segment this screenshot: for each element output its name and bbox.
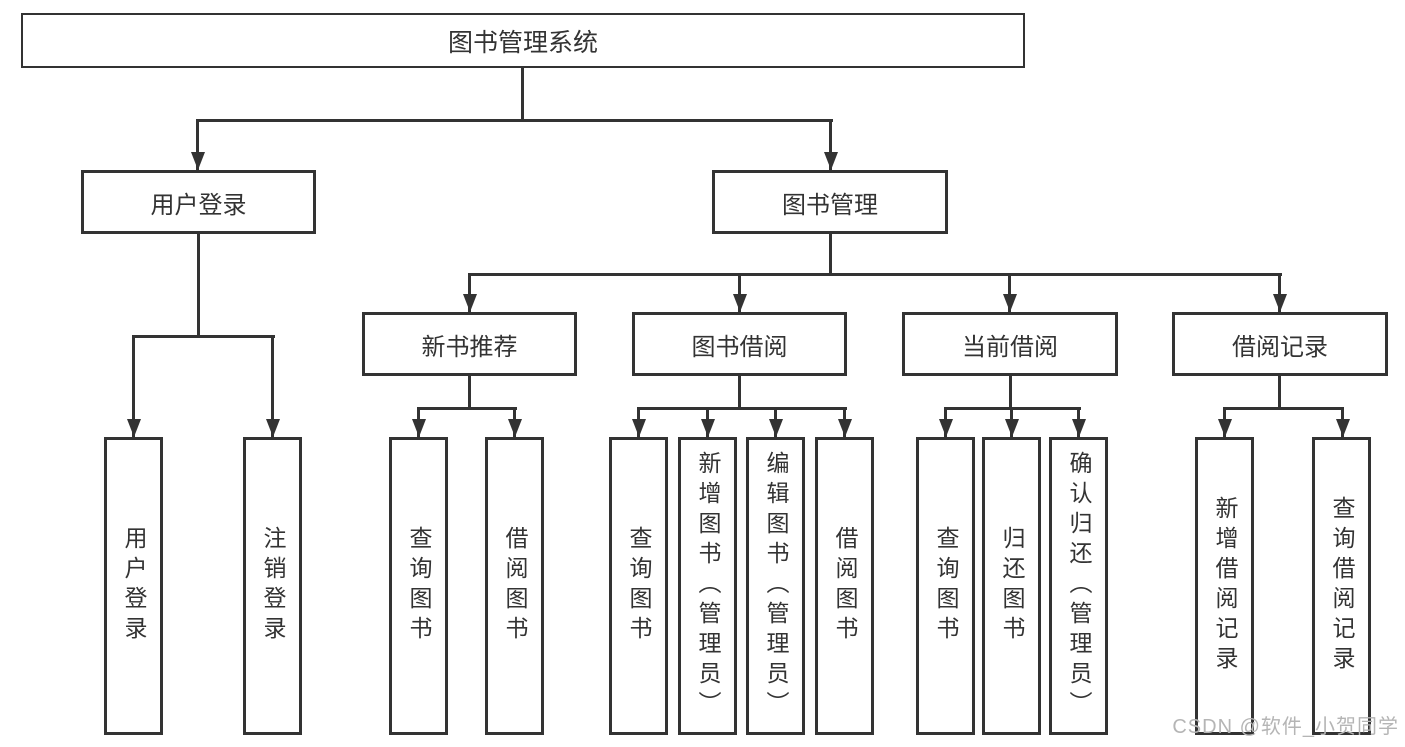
leaf-br-add-record: 新增借阅记录 [1195, 437, 1254, 735]
connector-arrow-to-new-book-rec [462, 273, 477, 312]
arrowhead-down-icon [732, 294, 747, 312]
arrowhead-down-icon [631, 419, 646, 437]
node-root: 图书管理系统 [21, 13, 1025, 68]
node-book-borrow-label: 图书借阅 [691, 333, 788, 361]
node-current-borrow-label: 当前借阅 [962, 333, 1058, 361]
connector-arrow-to-br-add [1217, 407, 1232, 437]
leaf-br-query-record-label: 查询借阅记录 [1329, 496, 1355, 676]
arrowhead-down-icon [823, 152, 838, 170]
connector-rec-stem [468, 376, 471, 407]
connector-arrow-to-rec-borrow [507, 407, 522, 437]
connector-arrow-to-rec-query [411, 407, 426, 437]
connector-arrow-to-bb-edit [768, 407, 783, 437]
arrowhead-down-icon [1335, 419, 1350, 437]
connector-rec-rail [417, 407, 517, 410]
arrowhead-down-icon [938, 419, 953, 437]
leaf-rec-query-books-label: 查询图书 [406, 526, 432, 646]
leaf-rec-query-books: 查询图书 [389, 437, 448, 735]
node-borrow-records-label: 借阅记录 [1232, 333, 1328, 361]
connector-br-stem [1278, 376, 1281, 407]
leaf-bb-borrow-books-label: 借阅图书 [832, 526, 858, 646]
leaf-cb-confirm-return-admin-label: 确认归还（管理员） [1066, 451, 1092, 721]
leaf-logout: 注销登录 [243, 437, 302, 735]
leaf-br-query-record: 查询借阅记录 [1312, 437, 1371, 735]
leaf-br-add-record-label: 新增借阅记录 [1212, 496, 1238, 676]
leaf-bb-query-books: 查询图书 [609, 437, 668, 735]
leaf-cb-query-books: 查询图书 [916, 437, 975, 735]
connector-mgmt-rail [468, 273, 1282, 276]
node-book-borrow: 图书借阅 [632, 312, 847, 376]
connector-mgmt-stem [829, 234, 832, 273]
connector-arrow-to-cb-return [1004, 407, 1019, 437]
arrowhead-down-icon [700, 419, 715, 437]
connector-arrow-to-user-login [190, 119, 205, 170]
leaf-bb-query-books-label: 查询图书 [626, 526, 652, 646]
leaf-bb-add-books-admin-label: 新增图书（管理员） [695, 451, 721, 721]
node-current-borrow: 当前借阅 [902, 312, 1118, 376]
connector-arrow-to-borrow-records [1272, 273, 1287, 312]
connector-bb-stem [738, 376, 741, 407]
arrowhead-down-icon [768, 419, 783, 437]
leaf-logout-label: 注销登录 [260, 526, 286, 646]
leaf-rec-borrow-books-label: 借阅图书 [502, 526, 528, 646]
node-new-book-rec: 新书推荐 [362, 312, 577, 376]
connector-arrow-to-br-query [1335, 407, 1350, 437]
arrowhead-down-icon [462, 294, 477, 312]
node-borrow-records: 借阅记录 [1172, 312, 1388, 376]
node-book-mgmt: 图书管理 [712, 170, 948, 234]
connector-login-rail [132, 335, 275, 338]
leaf-user-login: 用户登录 [104, 437, 163, 735]
node-user-login-label: 用户登录 [150, 191, 247, 219]
node-user-login: 用户登录 [81, 170, 316, 234]
connector-root-stem [521, 68, 524, 119]
connector-arrow-to-bb-borrow [837, 407, 852, 437]
node-book-mgmt-label: 图书管理 [782, 191, 878, 219]
arrowhead-down-icon [1272, 294, 1287, 312]
connector-br-rail [1223, 407, 1344, 410]
connector-arrow-to-book-mgmt [823, 119, 838, 170]
leaf-bb-edit-books-admin: 编辑图书（管理员） [746, 437, 805, 735]
connector-login-stem [197, 234, 200, 335]
leaf-user-login-label: 用户登录 [121, 526, 147, 646]
leaf-cb-return-books: 归还图书 [982, 437, 1041, 735]
arrowhead-down-icon [837, 419, 852, 437]
connector-bb-rail [637, 407, 847, 410]
connector-arrow-to-book-borrow [732, 273, 747, 312]
connector-arrow-to-leaf-user-login [126, 335, 141, 437]
arrowhead-down-icon [1004, 419, 1019, 437]
leaf-bb-add-books-admin: 新增图书（管理员） [678, 437, 737, 735]
arrowhead-down-icon [126, 419, 141, 437]
arrowhead-down-icon [411, 419, 426, 437]
connector-level2-rail [196, 119, 833, 122]
connector-arrow-to-bb-query [631, 407, 646, 437]
leaf-cb-confirm-return-admin: 确认归还（管理员） [1049, 437, 1108, 735]
node-new-book-rec-label: 新书推荐 [421, 333, 518, 361]
arrowhead-down-icon [1071, 419, 1086, 437]
arrowhead-down-icon [1002, 294, 1017, 312]
connector-cb-stem [1009, 376, 1012, 407]
node-root-label: 图书管理系统 [447, 28, 598, 57]
arrowhead-down-icon [507, 419, 522, 437]
leaf-cb-query-books-label: 查询图书 [933, 526, 959, 646]
arrowhead-down-icon [190, 152, 205, 170]
leaf-rec-borrow-books: 借阅图书 [485, 437, 544, 735]
connector-arrow-to-cb-confirm [1071, 407, 1086, 437]
leaf-bb-borrow-books: 借阅图书 [815, 437, 874, 735]
leaf-cb-return-books-label: 归还图书 [999, 526, 1025, 646]
arrowhead-down-icon [265, 419, 280, 437]
leaf-bb-edit-books-admin-label: 编辑图书（管理员） [763, 451, 789, 721]
connector-arrow-to-current-borrow [1002, 273, 1017, 312]
arrowhead-down-icon [1217, 419, 1232, 437]
connector-arrow-to-bb-add [700, 407, 715, 437]
connector-arrow-to-cb-query [938, 407, 953, 437]
connector-arrow-to-leaf-logout [265, 335, 280, 437]
csdn-watermark: CSDN @软件_小贺同学 [1172, 716, 1399, 738]
